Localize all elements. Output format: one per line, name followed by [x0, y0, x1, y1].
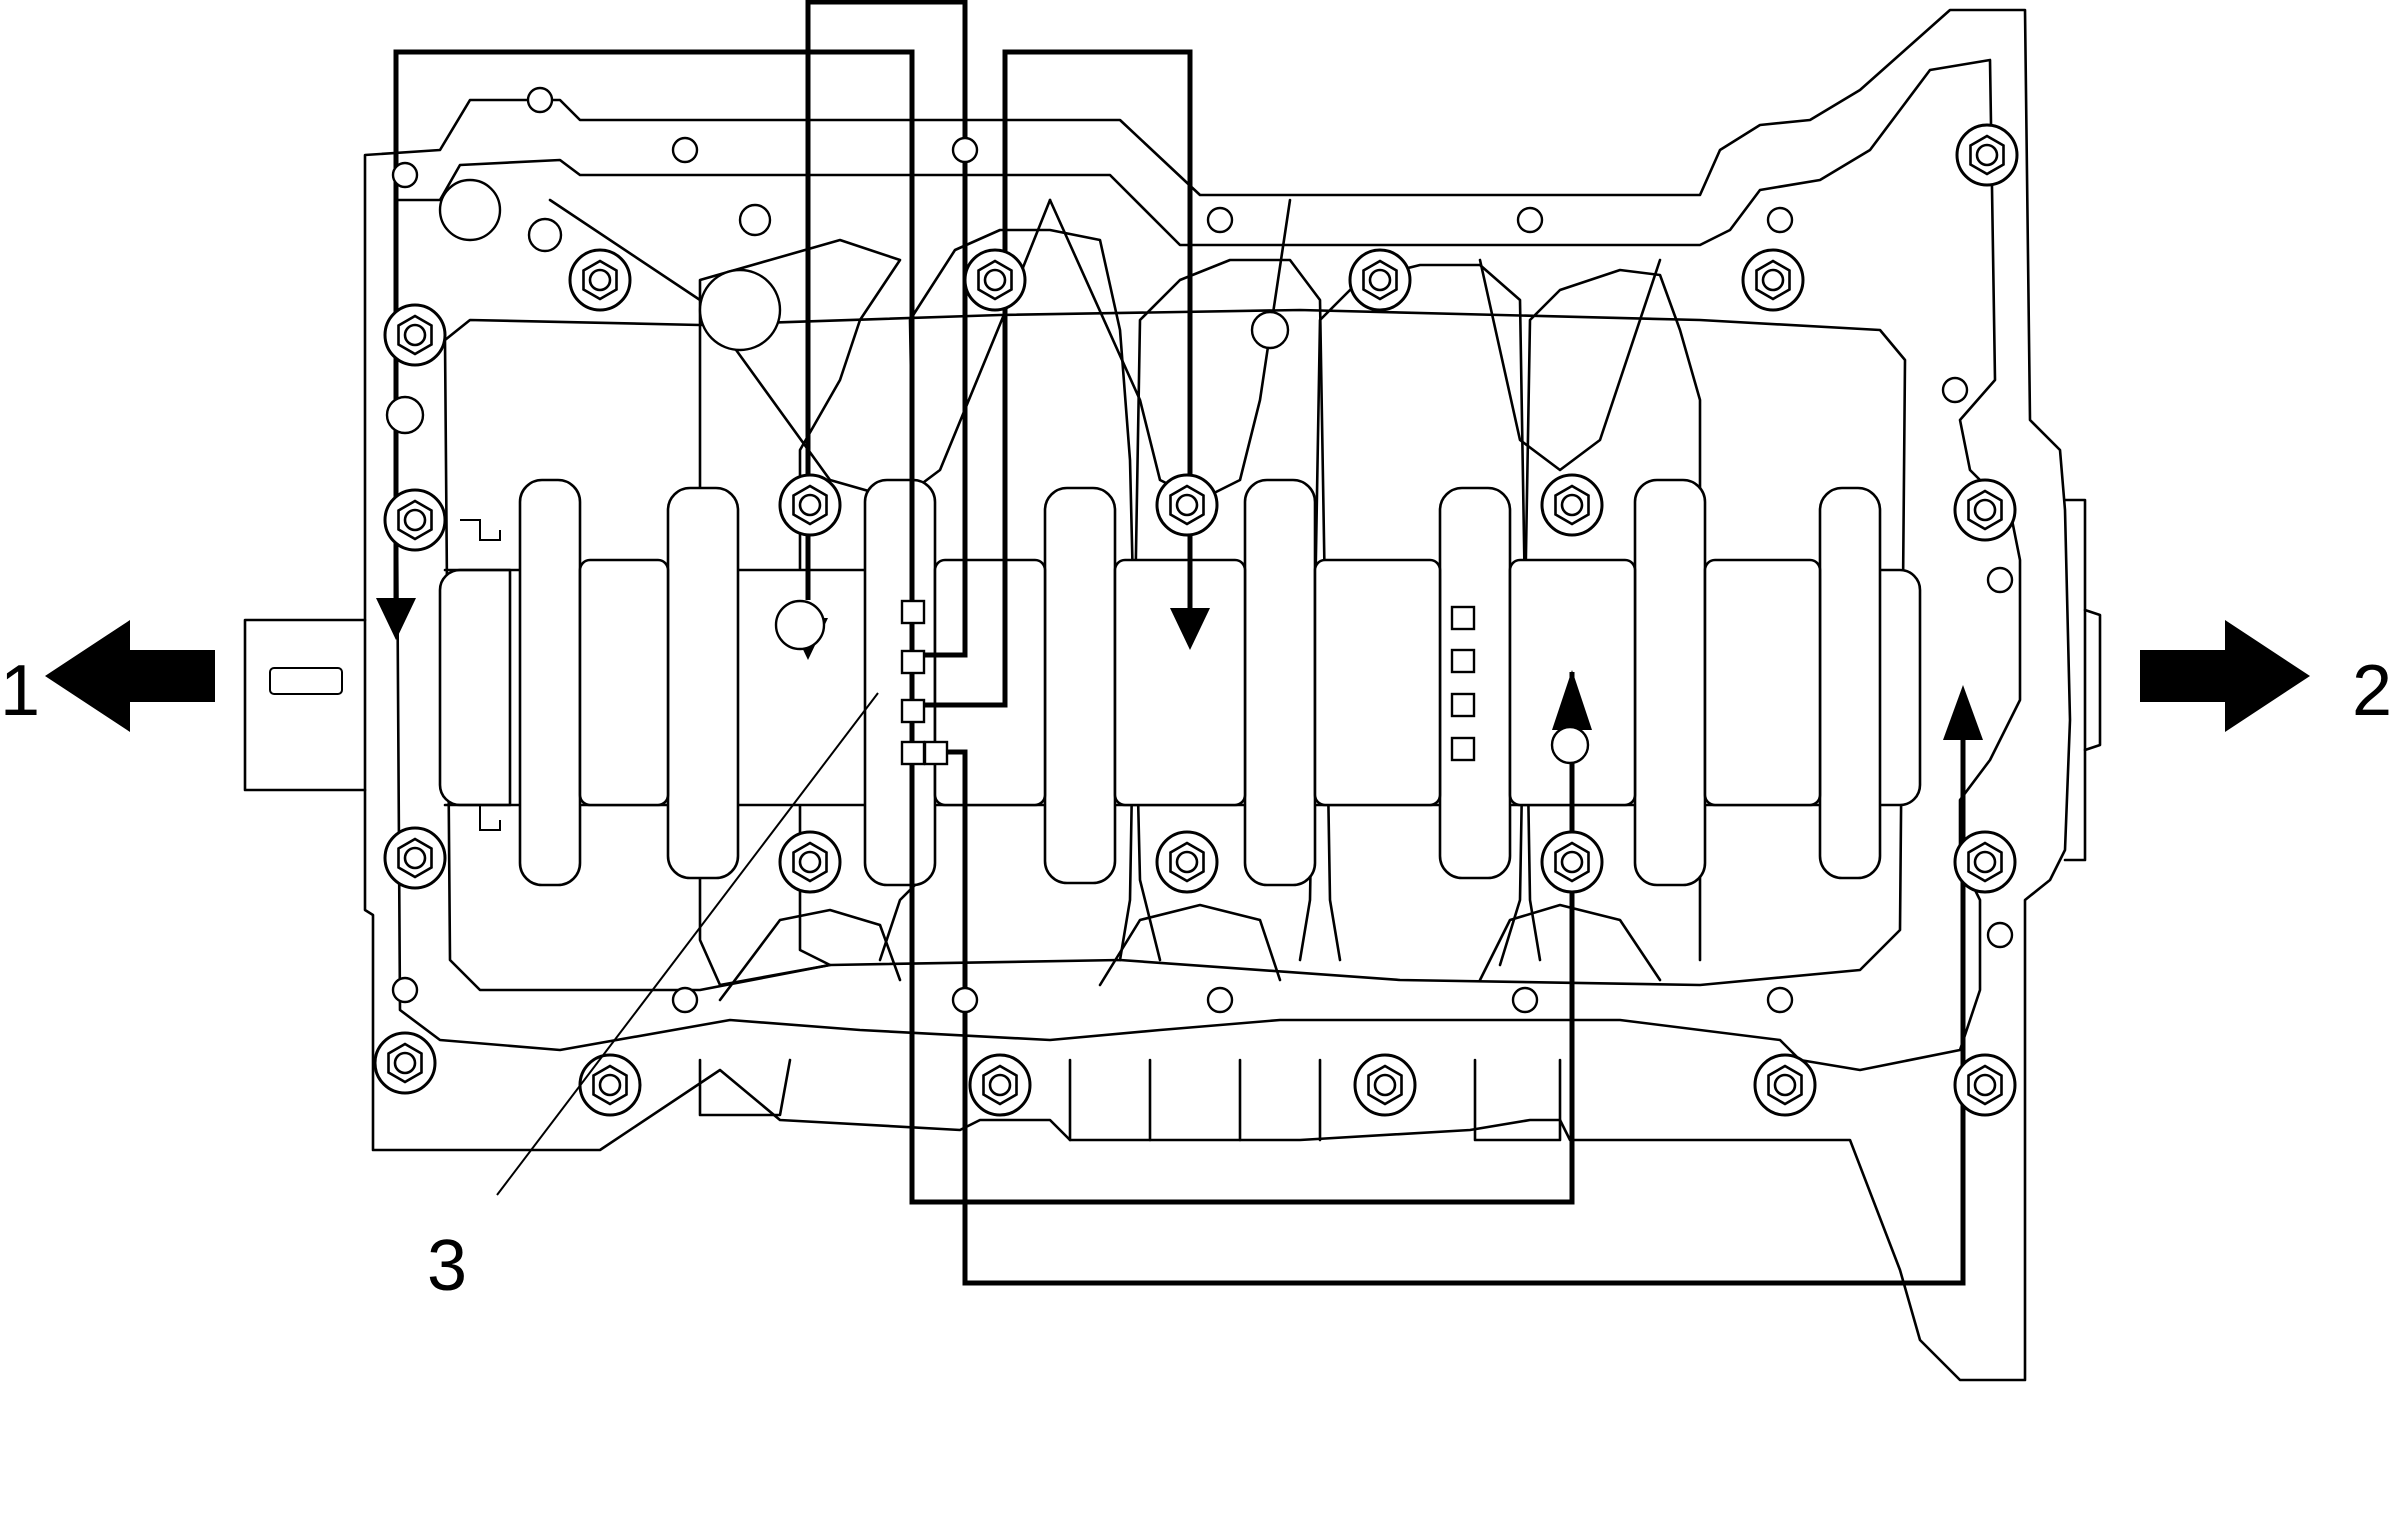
hex-bolt-icon [1353, 1053, 1417, 1117]
hex-bolt-icon [1953, 1053, 2017, 1117]
hex-bolt-icon [1540, 830, 1604, 894]
flow-arrowhead [1943, 685, 1983, 740]
callout-3-leader [496, 692, 879, 1196]
hex-bolt-icon [1953, 830, 2017, 894]
hex-bolt-icon [1540, 473, 1604, 537]
flow-arrowhead [376, 598, 416, 640]
hex-bolt-icon [1155, 830, 1219, 894]
hex-bolt-icon [383, 826, 447, 890]
hex-bolt-icon [1155, 473, 1219, 537]
hex-bolts [373, 123, 2019, 1117]
hex-bolt-icon [963, 248, 1027, 312]
flow-arrowhead [1552, 670, 1592, 730]
dowel-holes [385, 86, 2014, 1014]
hex-bolt-icon [1348, 248, 1412, 312]
hex-bolt-icon [373, 1031, 437, 1095]
hex-bolt-icon [1741, 248, 1805, 312]
arrow-right-icon [2140, 620, 2310, 732]
hex-bolt-icon [383, 488, 447, 552]
gallery-line-b [805, 0, 968, 658]
hex-bolt-icon [1953, 478, 2017, 542]
hex-bolt-icon [1955, 123, 2019, 187]
gallery-line-c [912, 49, 1193, 708]
callout-1: 1 [0, 651, 40, 731]
gallery-line-a [393, 49, 1575, 1205]
callout-3: 3 [427, 1226, 467, 1306]
crankshaft [438, 478, 1922, 887]
hex-bolt-icon [383, 303, 447, 367]
hex-bolt-icon [968, 1053, 1032, 1117]
hex-bolt-icon [778, 830, 842, 894]
hex-bolt-icon [1753, 1053, 1817, 1117]
callout-2: 2 [2352, 651, 2392, 731]
flow-arrowhead [1170, 608, 1210, 650]
crankcase-outline [243, 8, 2102, 1382]
arrow-left-icon [45, 620, 215, 732]
callout-arrows [45, 620, 2310, 1196]
hex-bolt-icon [568, 248, 632, 312]
hex-bolt-icon [778, 473, 842, 537]
hex-bolt-icon [578, 1053, 642, 1117]
